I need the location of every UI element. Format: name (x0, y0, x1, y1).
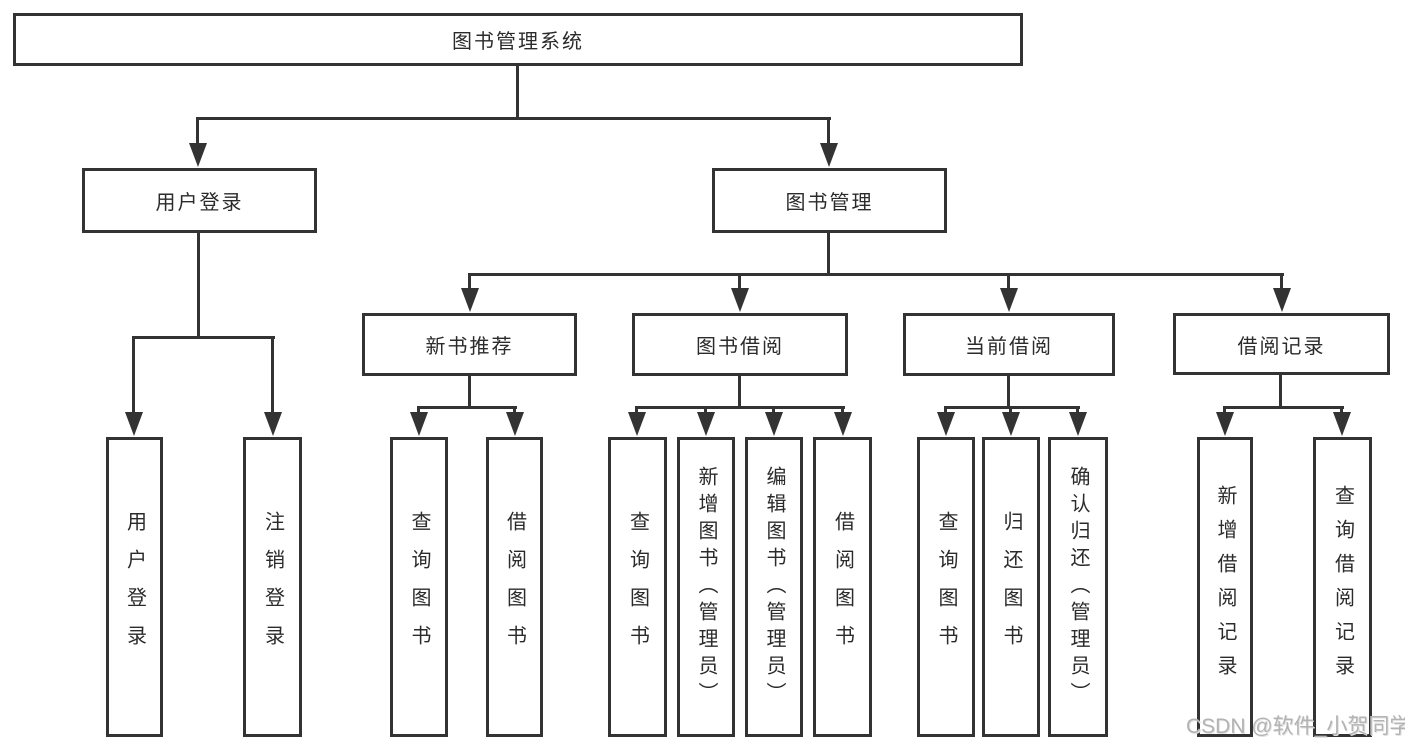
node-label: 图书管理 (785, 192, 874, 214)
arrowhead-down-icon (697, 412, 715, 436)
node-label: 图书管理系统 (452, 31, 584, 53)
node-label: 查询图书 (935, 511, 957, 663)
node-leaf-bb-add: 新增图书（管理员） (677, 437, 735, 737)
connector-line (1007, 273, 1010, 294)
node-label: 新增图书（管理员） (695, 465, 717, 709)
arrowhead-down-icon (506, 412, 524, 436)
connector-line (132, 336, 135, 418)
connector-line (468, 273, 1284, 276)
node-label: 图书借阅 (696, 336, 784, 358)
connector-line (197, 231, 200, 339)
node-leaf-nb-query: 查询图书 (390, 437, 448, 737)
node-leaf-nb-borrow: 借阅图书 (486, 437, 543, 737)
node-label: 借阅图书 (503, 511, 526, 663)
node-label: 编辑图书（管理员） (763, 465, 785, 709)
node-leaf-logout: 注销登录 (243, 437, 302, 737)
node-leaf-bb-borrow: 借阅图书 (813, 437, 872, 737)
node-leaf-user-login: 用户登录 (106, 437, 163, 737)
arrowhead-down-icon (189, 143, 207, 167)
node-root: 图书管理系统 (13, 13, 1023, 66)
node-leaf-bb-edit: 编辑图书（管理员） (745, 437, 803, 737)
arrowhead-down-icon (1333, 412, 1351, 436)
arrowhead-down-icon (1216, 412, 1234, 436)
node-label: 查询图书 (408, 511, 430, 663)
node-label: 确认归还（管理员） (1067, 465, 1089, 709)
arrowhead-down-icon (264, 412, 282, 436)
node-book-management: 图书管理 (712, 168, 947, 233)
connector-line (635, 406, 845, 409)
connector-line (1279, 373, 1282, 409)
node-user-login: 用户登录 (82, 168, 317, 233)
node-label: 用户登录 (155, 192, 244, 214)
node-label: 查询借阅记录 (1331, 485, 1354, 689)
arrowhead-down-icon (410, 412, 428, 436)
node-current-borrowing: 当前借阅 (903, 313, 1115, 376)
node-label: 新书推荐 (425, 336, 514, 358)
arrowhead-down-icon (1069, 412, 1087, 436)
connector-line (944, 406, 1080, 409)
node-label: 查询图书 (626, 511, 649, 663)
node-label: 注销登录 (261, 511, 284, 663)
arrowhead-down-icon (1000, 288, 1018, 312)
node-leaf-bb-query: 查询图书 (608, 437, 667, 737)
node-new-book-recommend: 新书推荐 (362, 313, 577, 376)
arrowhead-down-icon (125, 412, 143, 436)
node-leaf-cb-query: 查询图书 (917, 437, 975, 737)
connector-line (196, 117, 199, 149)
connector-line (827, 231, 830, 276)
node-leaf-br-query: 查询借阅记录 (1313, 437, 1372, 737)
connector-line (417, 406, 517, 409)
arrowhead-down-icon (834, 412, 852, 436)
node-label: 归还图书 (1000, 511, 1022, 663)
arrowhead-down-icon (461, 288, 479, 312)
csdn-watermark: CSDN @软件_小贺同学 (1186, 715, 1405, 738)
connector-line (196, 117, 831, 120)
connector-line (132, 336, 275, 339)
node-leaf-br-add: 新增借阅记录 (1197, 437, 1253, 737)
connector-line (1223, 406, 1344, 409)
node-label: 新增借阅记录 (1214, 485, 1236, 689)
node-label: 用户登录 (123, 511, 146, 663)
connector-line (827, 117, 830, 149)
arrowhead-down-icon (1002, 412, 1020, 436)
node-label: 当前借阅 (965, 336, 1053, 358)
connector-line (516, 64, 519, 120)
node-leaf-cb-confirm: 确认归还（管理员） (1048, 437, 1108, 737)
arrowhead-down-icon (937, 412, 955, 436)
connector-line (738, 374, 741, 409)
connector-line (1280, 273, 1283, 294)
arrowhead-down-icon (628, 412, 646, 436)
arrowhead-down-icon (765, 412, 783, 436)
node-label: 借阅记录 (1237, 335, 1326, 358)
node-label: 借阅图书 (831, 511, 854, 663)
connector-line (468, 374, 471, 409)
arrowhead-down-icon (820, 143, 838, 167)
node-book-borrowing: 图书借阅 (632, 313, 848, 376)
connector-line (271, 336, 274, 418)
connector-line (1007, 374, 1010, 409)
arrowhead-down-icon (1273, 288, 1291, 312)
connector-line (738, 273, 741, 294)
arrowhead-down-icon (731, 288, 749, 312)
node-borrowing-records: 借阅记录 (1173, 313, 1390, 375)
connector-line (468, 273, 471, 294)
node-leaf-cb-return: 归还图书 (982, 437, 1040, 737)
